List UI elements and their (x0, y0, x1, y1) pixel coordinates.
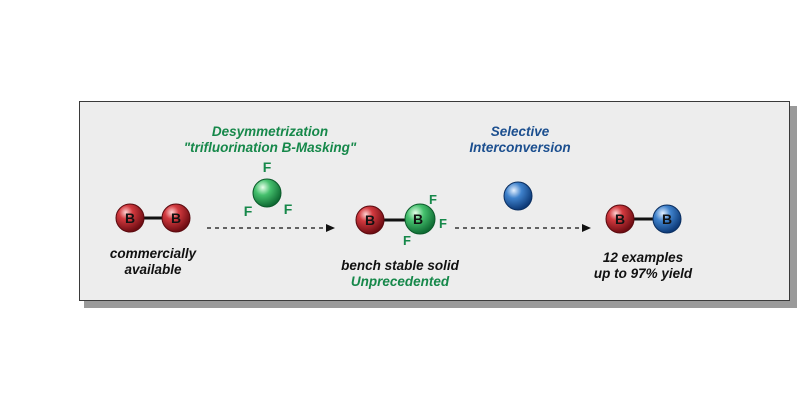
boron-label: B (125, 210, 135, 226)
boron-label: B (615, 211, 625, 227)
start-label: commercially available (93, 246, 213, 278)
arrow-1 (207, 224, 335, 232)
boron-label: B (365, 212, 375, 228)
step1-line2: "trifluorination B-Masking" (183, 140, 357, 155)
middle-line1: bench stable solid (341, 258, 459, 273)
step1-label: Desymmetrization "trifluorination B-Mask… (150, 124, 390, 156)
boron-atom (161, 203, 191, 233)
boron-atom (605, 204, 635, 234)
fluorine-label: F (244, 203, 253, 219)
step1-line1: Desymmetrization (211, 124, 329, 139)
fluorine-label: F (439, 216, 447, 231)
masked-boron-atom (404, 203, 436, 235)
fluorine-label: F (429, 192, 437, 207)
step2-label: Selective Interconversion (450, 124, 590, 156)
fluorine-label: F (403, 233, 411, 248)
boron-atom-blue (652, 204, 682, 234)
fluorination-reagent: F F F (244, 159, 293, 219)
green-sphere (252, 178, 282, 208)
start-molecule: B B (115, 203, 191, 233)
fluorine-label: F (284, 201, 293, 217)
middle-label: bench stable solid Unprecedented (325, 258, 475, 290)
start-line1: commercially (109, 246, 197, 261)
fluorine-label: F (263, 159, 272, 175)
boron-atom (355, 205, 385, 235)
step2-line2: Interconversion (469, 140, 571, 155)
boron-label: B (413, 211, 423, 227)
product-line1: 12 examples (602, 250, 684, 265)
blue-sphere (503, 181, 533, 211)
scheme-panel (79, 101, 790, 301)
boron-label: B (662, 211, 672, 227)
arrow-2 (455, 224, 591, 232)
product-label: 12 examples up to 97% yield (583, 250, 703, 282)
product-line2: up to 97% yield (593, 266, 693, 281)
middle-line2: Unprecedented (350, 274, 450, 289)
boron-label: B (171, 210, 181, 226)
intermediate-molecule: B B F F F (355, 192, 447, 248)
product-molecule: B B (605, 204, 682, 234)
step2-line1: Selective (490, 124, 550, 139)
start-line2: available (124, 262, 182, 277)
boron-atom (115, 203, 145, 233)
